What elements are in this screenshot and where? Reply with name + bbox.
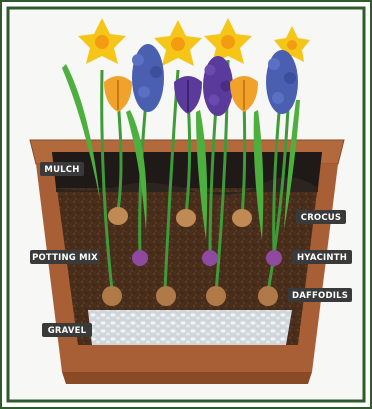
label-hyacinth: HYACINTH <box>292 250 352 264</box>
label-potting-mix: POTTING MIX <box>30 250 100 264</box>
hyacinth-icon <box>266 50 298 114</box>
hyacinth-icon <box>203 56 233 116</box>
pot-base <box>62 372 312 384</box>
svg-text:GRAVEL: GRAVEL <box>48 326 87 336</box>
svg-text:HYACINTH: HYACINTH <box>297 253 347 263</box>
svg-text:MULCH: MULCH <box>44 165 79 175</box>
gravel-layer <box>88 310 292 345</box>
label-crocus: CROCUS <box>296 210 346 224</box>
label-daffodils: DAFFODILS <box>288 288 352 302</box>
svg-text:POTTING MIX: POTTING MIX <box>32 253 98 263</box>
label-gravel: GRAVEL <box>42 323 92 337</box>
label-mulch: MULCH <box>40 162 84 176</box>
svg-text:DAFFODILS: DAFFODILS <box>292 291 348 301</box>
svg-text:CROCUS: CROCUS <box>301 213 341 223</box>
hyacinth-icon <box>132 44 164 112</box>
